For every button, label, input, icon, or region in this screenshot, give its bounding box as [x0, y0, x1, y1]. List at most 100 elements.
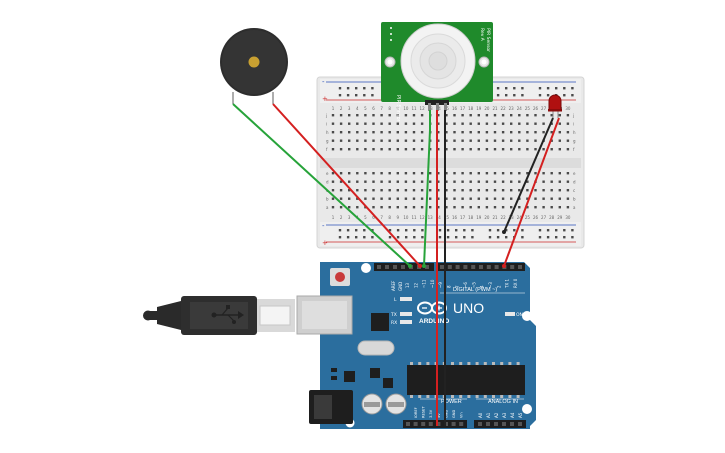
- rail-hole[interactable]: [496, 87, 500, 90]
- breadboard-hole[interactable]: [469, 148, 472, 151]
- breadboard-hole[interactable]: [526, 122, 529, 125]
- breadboard-hole[interactable]: [356, 139, 359, 142]
- breadboard-hole[interactable]: [404, 180, 408, 183]
- rail-hole[interactable]: [388, 236, 392, 239]
- breadboard-hole[interactable]: [420, 180, 424, 183]
- breadboard-hole[interactable]: [461, 139, 464, 142]
- breadboard-hole[interactable]: [348, 131, 351, 134]
- rail-hole[interactable]: [471, 229, 474, 232]
- breadboard-hole[interactable]: [331, 206, 335, 209]
- rail-hole[interactable]: [346, 229, 350, 232]
- breadboard-hole[interactable]: [339, 197, 343, 200]
- breadboard-hole[interactable]: [534, 148, 537, 151]
- rail-hole[interactable]: [396, 236, 400, 239]
- breadboard-hole[interactable]: [477, 180, 480, 183]
- breadboard-hole[interactable]: [356, 172, 359, 175]
- breadboard-hole[interactable]: [518, 131, 521, 134]
- rail-hole[interactable]: [521, 94, 524, 97]
- breadboard-hole[interactable]: [420, 197, 424, 200]
- breadboard-hole[interactable]: [348, 180, 351, 183]
- breadboard-hole[interactable]: [469, 189, 472, 192]
- breadboard-hole[interactable]: [404, 114, 408, 117]
- breadboard-hole[interactable]: [372, 122, 375, 125]
- breadboard-hole[interactable]: [404, 139, 408, 142]
- breadboard-hole[interactable]: [339, 172, 343, 175]
- rail-hole[interactable]: [338, 236, 342, 239]
- breadboard-hole[interactable]: [485, 131, 489, 134]
- rail-hole[interactable]: [355, 229, 358, 232]
- breadboard-hole[interactable]: [364, 139, 367, 142]
- breadboard-hole[interactable]: [420, 206, 424, 209]
- breadboard-hole[interactable]: [372, 180, 375, 183]
- header-pin[interactable]: [510, 265, 515, 269]
- breadboard-hole[interactable]: [453, 206, 456, 209]
- breadboard-hole[interactable]: [501, 131, 505, 134]
- breadboard-hole[interactable]: [510, 131, 513, 134]
- breadboard-hole[interactable]: [412, 197, 416, 200]
- breadboard-hole[interactable]: [493, 197, 497, 200]
- breadboard-hole[interactable]: [485, 206, 489, 209]
- rail-hole[interactable]: [488, 229, 492, 232]
- wire-buzzer-green[interactable]: [232, 103, 411, 267]
- breadboard-hole[interactable]: [566, 197, 570, 200]
- breadboard-hole[interactable]: [380, 114, 383, 117]
- rail-hole[interactable]: [363, 87, 366, 90]
- breadboard-hole[interactable]: [566, 148, 570, 151]
- breadboard-hole[interactable]: [542, 206, 545, 209]
- breadboard-hole[interactable]: [437, 122, 440, 125]
- breadboard-hole[interactable]: [566, 172, 570, 175]
- rail-hole[interactable]: [371, 229, 374, 232]
- rail-hole[interactable]: [355, 94, 358, 97]
- breadboard-hole[interactable]: [388, 114, 391, 117]
- rail-hole[interactable]: [388, 229, 392, 232]
- breadboard-hole[interactable]: [461, 114, 464, 117]
- breadboard-hole[interactable]: [534, 197, 537, 200]
- breadboard-hole[interactable]: [550, 114, 553, 117]
- rail-hole[interactable]: [546, 236, 550, 239]
- header-pin[interactable]: [459, 422, 464, 426]
- breadboard-hole[interactable]: [412, 172, 416, 175]
- breadboard-hole[interactable]: [526, 148, 529, 151]
- rail-hole[interactable]: [446, 229, 450, 232]
- breadboard-hole[interactable]: [566, 131, 570, 134]
- wires[interactable]: [232, 103, 560, 426]
- header-pin[interactable]: [455, 265, 460, 269]
- rail-hole[interactable]: [513, 87, 516, 90]
- breadboard-hole[interactable]: [372, 114, 375, 117]
- rail-hole[interactable]: [505, 236, 508, 239]
- breadboard-hole[interactable]: [550, 180, 553, 183]
- breadboard-hole[interactable]: [388, 180, 391, 183]
- rail-hole[interactable]: [513, 229, 516, 232]
- breadboard-hole[interactable]: [437, 148, 440, 151]
- rail-hole[interactable]: [555, 229, 558, 232]
- breadboard-hole[interactable]: [348, 122, 351, 125]
- breadboard-hole[interactable]: [526, 172, 529, 175]
- breadboard-hole[interactable]: [526, 197, 529, 200]
- breadboard-hole[interactable]: [453, 131, 456, 134]
- breadboard-hole[interactable]: [412, 131, 416, 134]
- breadboard-hole[interactable]: [461, 148, 464, 151]
- breadboard-hole[interactable]: [501, 197, 505, 200]
- breadboard-hole[interactable]: [526, 180, 529, 183]
- breadboard-hole[interactable]: [510, 114, 513, 117]
- breadboard-hole[interactable]: [404, 122, 408, 125]
- breadboard-hole[interactable]: [550, 139, 553, 142]
- breadboard-hole[interactable]: [510, 139, 513, 142]
- header-pin[interactable]: [421, 422, 426, 426]
- breadboard-hole[interactable]: [429, 206, 432, 209]
- rail-hole[interactable]: [571, 229, 574, 232]
- breadboard-hole[interactable]: [501, 139, 505, 142]
- breadboard-hole[interactable]: [461, 180, 464, 183]
- rail-hole[interactable]: [563, 229, 566, 232]
- breadboard-hole[interactable]: [493, 189, 497, 192]
- breadboard-hole[interactable]: [518, 206, 521, 209]
- breadboard-hole[interactable]: [356, 114, 359, 117]
- breadboard-hole[interactable]: [420, 172, 424, 175]
- breadboard-hole[interactable]: [550, 197, 553, 200]
- breadboard-hole[interactable]: [331, 180, 335, 183]
- header-pin[interactable]: [377, 265, 381, 269]
- breadboard-hole[interactable]: [469, 114, 472, 117]
- header-pin[interactable]: [428, 422, 433, 426]
- rail-hole[interactable]: [546, 229, 550, 232]
- breadboard-hole[interactable]: [445, 180, 448, 183]
